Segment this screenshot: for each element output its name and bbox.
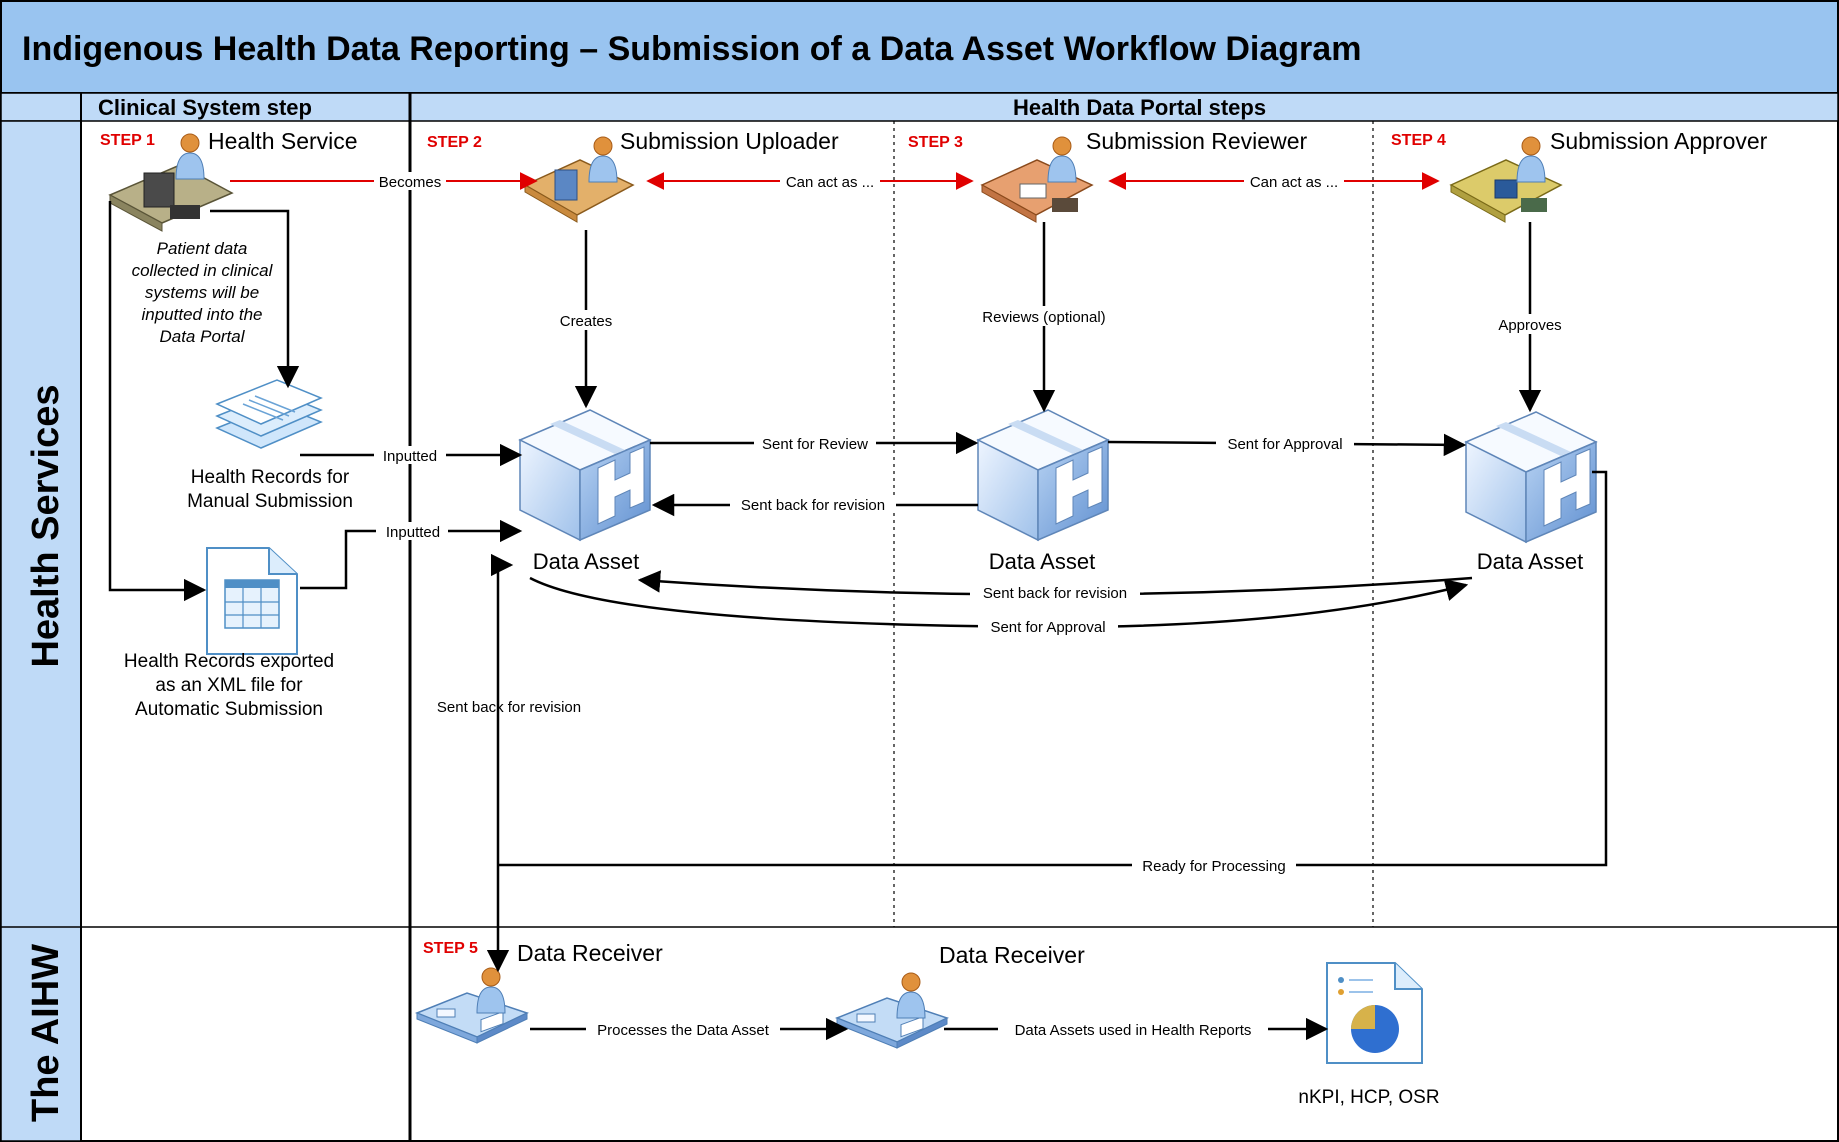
- role-submission-uploader: Submission Uploader: [620, 128, 839, 154]
- data-asset-caption-2: Data Asset: [989, 549, 1095, 574]
- role-data-receiver-1: Data Receiver: [517, 940, 663, 966]
- label-inputted-2: Inputted: [386, 524, 440, 541]
- step-1-label: STEP 1: [100, 132, 155, 149]
- clinical-note: Patient data collected in clinical syste…: [132, 239, 274, 346]
- header-bar: [0, 92, 1839, 122]
- connector-labels: Becomes Can act as ... Can act as ... Cr…: [374, 172, 1572, 1039]
- label-sent-back-1: Sent back for revision: [741, 497, 885, 514]
- label-sent-for-review: Sent for Review: [762, 436, 868, 453]
- label-ready-for-processing: Ready for Processing: [1142, 858, 1285, 875]
- label-processes: Processes the Data Asset: [597, 1022, 770, 1039]
- svg-text:Data Portal: Data Portal: [159, 327, 245, 346]
- xml-records-caption-2: as an XML file for: [155, 675, 303, 696]
- submission-reviewer-icon: [980, 136, 1094, 223]
- label-sent-back-2: Sent back for revision: [983, 585, 1127, 602]
- xml-records-caption-1: Health Records exported: [124, 651, 334, 672]
- label-inputted-1: Inputted: [383, 448, 437, 465]
- lane-health-services: Health Services: [25, 384, 67, 667]
- data-asset-caption-1: Data Asset: [533, 549, 639, 574]
- data-asset-caption-3: Data Asset: [1477, 549, 1583, 574]
- title-bar: [0, 0, 1839, 94]
- diagram-title: Indigenous Health Data Reporting – Submi…: [22, 30, 1361, 68]
- step-4-label: STEP 4: [1391, 132, 1446, 149]
- role-data-receiver-2: Data Receiver: [939, 942, 1085, 968]
- svg-text:systems will be: systems will be: [145, 283, 259, 302]
- step-3-label: STEP 3: [908, 134, 963, 151]
- label-sent-for-approval-1: Sent for Approval: [1227, 436, 1342, 453]
- step-5-label: STEP 5: [423, 940, 478, 957]
- label-sent-for-approval-2: Sent for Approval: [990, 619, 1105, 636]
- label-sent-back-3: Sent back for revision: [437, 699, 581, 716]
- svg-text:Patient data: Patient data: [157, 239, 248, 258]
- label-creates: Creates: [560, 313, 613, 330]
- manual-records-caption-1: Health Records for: [191, 467, 350, 488]
- health-data-portal-header: Health Data Portal steps: [1013, 95, 1266, 120]
- role-submission-approver: Submission Approver: [1550, 128, 1768, 154]
- submission-approver-icon: [1449, 136, 1563, 223]
- lane-bar: [0, 120, 82, 1142]
- submission-uploader-icon: [523, 136, 635, 223]
- svg-text:inputted into the: inputted into the: [142, 305, 263, 324]
- label-used-in-reports: Data Assets used in Health Reports: [1015, 1022, 1252, 1039]
- label-becomes: Becomes: [379, 174, 442, 191]
- svg-text:collected in clinical: collected in clinical: [132, 261, 274, 280]
- role-health-service: Health Service: [208, 128, 358, 154]
- label-approves: Approves: [1498, 317, 1561, 334]
- label-reviews-optional: Reviews (optional): [982, 309, 1105, 326]
- xml-file-icon: [206, 547, 298, 655]
- label-can-act-as-2: Can act as ...: [1250, 174, 1338, 191]
- label-can-act-as-1: Can act as ...: [786, 174, 874, 191]
- manual-records-caption-2: Manual Submission: [187, 491, 353, 512]
- report-caption: nKPI, HCP, OSR: [1298, 1087, 1439, 1108]
- xml-records-caption-3: Automatic Submission: [135, 699, 323, 720]
- health-report-icon: [1326, 962, 1423, 1064]
- manual-records-icon: [215, 379, 323, 449]
- lane-aihw: The AIHW: [25, 944, 67, 1122]
- clinical-system-header: Clinical System step: [98, 95, 312, 120]
- step-2-label: STEP 2: [427, 134, 482, 151]
- health-service-icon: [108, 133, 234, 232]
- role-submission-reviewer: Submission Reviewer: [1086, 128, 1307, 154]
